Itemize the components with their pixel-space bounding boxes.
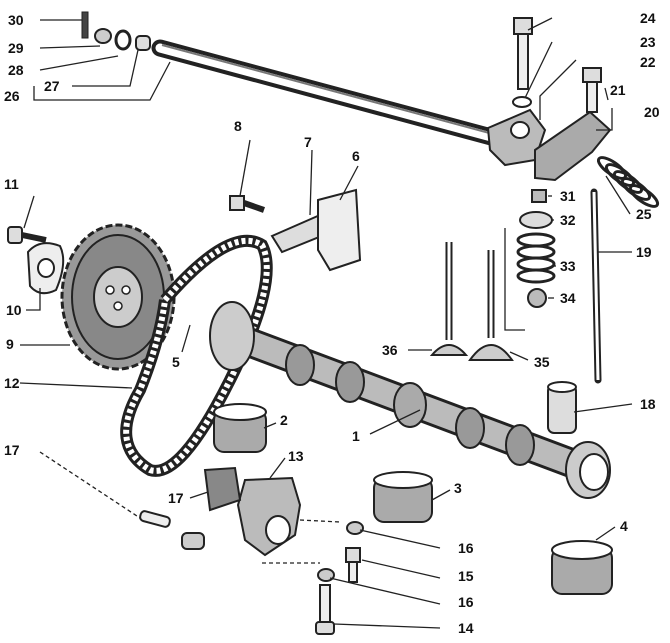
label-36: 35	[534, 354, 550, 370]
label-4: 4	[620, 518, 628, 534]
label-12: 12	[4, 375, 20, 391]
label-18: 17	[4, 442, 20, 458]
gasket-parts	[7, 226, 65, 295]
label-16b: 16	[458, 594, 474, 610]
valve-springs	[516, 189, 556, 308]
label-15: 15	[458, 568, 474, 584]
label-14: 14	[458, 620, 474, 636]
label-28: 27	[44, 78, 60, 94]
label-26: 25	[636, 206, 652, 222]
timing-chain-12	[120, 234, 273, 477]
label-34: 33	[560, 258, 576, 274]
label-24: 23	[640, 34, 656, 50]
label-10: 10	[6, 302, 22, 318]
shaft-end-parts	[81, 11, 151, 51]
label-5: 5	[172, 354, 180, 370]
label-19: 18	[640, 396, 656, 412]
label-8: 8	[234, 118, 242, 134]
label-11: 11	[4, 176, 19, 192]
bushings	[213, 403, 613, 595]
label-23: 22	[640, 54, 656, 70]
sprocket-9	[60, 223, 176, 371]
tappet-19	[547, 381, 577, 434]
leader-lines	[19, 17, 633, 629]
label-32: 31	[560, 188, 576, 204]
label-21: 20	[644, 104, 660, 120]
spring-26	[596, 156, 660, 208]
label-37: 36	[382, 342, 398, 358]
label-2: 2	[280, 412, 288, 428]
label-35: 34	[560, 290, 576, 306]
pump-parts	[139, 466, 302, 557]
label-6: 6	[352, 148, 360, 164]
camshaft-1	[209, 301, 611, 499]
label-13: 13	[288, 448, 304, 464]
valves	[429, 242, 514, 361]
label-25: 24	[640, 10, 656, 26]
label-22: 21	[610, 82, 626, 98]
label-31: 30	[8, 12, 24, 28]
label-20: 19	[636, 244, 652, 260]
fasteners	[315, 521, 364, 635]
pushrod-20	[590, 188, 602, 384]
label-7: 7	[304, 134, 312, 150]
label-17: 17	[168, 490, 184, 506]
rocker-arms	[486, 108, 612, 182]
label-29: 28	[8, 62, 24, 78]
tensioner-parts	[229, 188, 362, 272]
label-1: 1	[352, 428, 360, 444]
label-3: 3	[454, 480, 462, 496]
label-27: 26	[4, 88, 20, 104]
label-16a: 16	[458, 540, 474, 556]
label-9: 9	[6, 336, 14, 352]
rocker-shaft	[151, 39, 504, 147]
label-30: 29	[8, 40, 24, 56]
label-33: 32	[560, 212, 576, 228]
adjuster-22	[582, 67, 602, 113]
bolt-25	[512, 17, 533, 108]
